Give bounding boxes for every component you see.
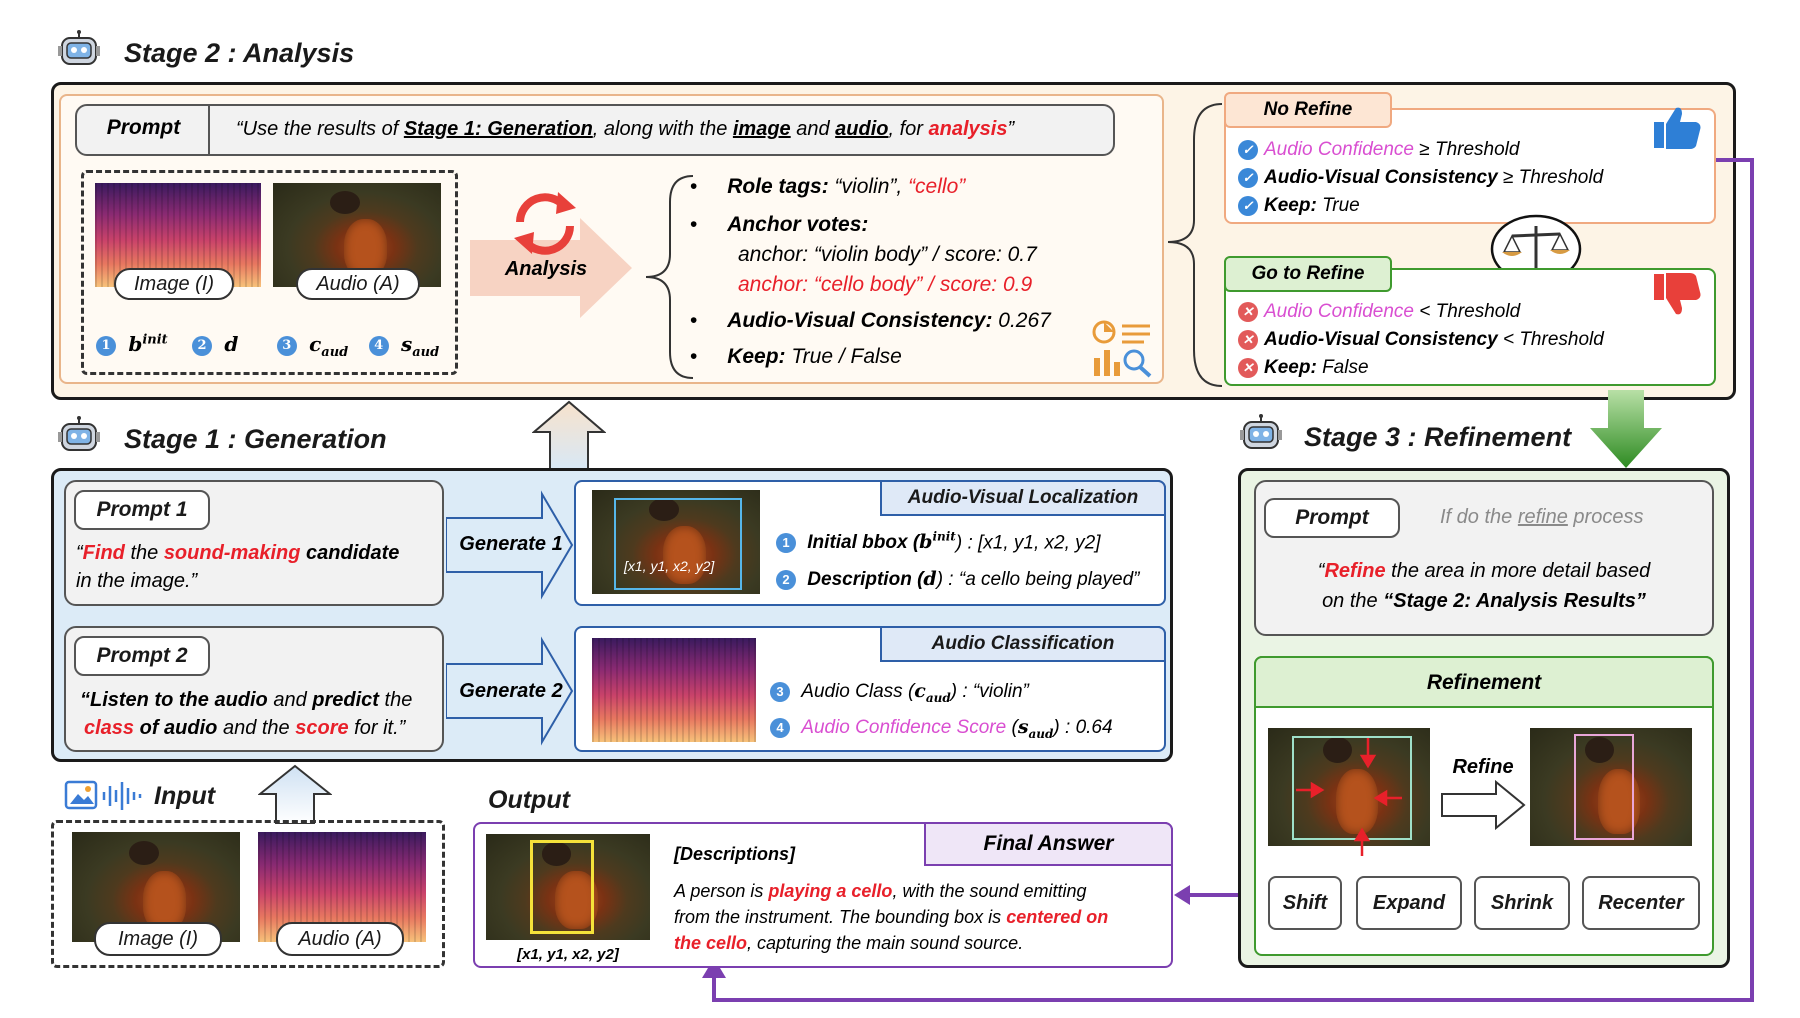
- refine-to-output-arrow: [1174, 885, 1242, 905]
- shift-button[interactable]: Shift: [1268, 876, 1342, 930]
- cross-icon: ✕: [1238, 301, 1258, 322]
- result-anchor-2: anchor: “cello body” / score: 0.9: [738, 273, 1033, 296]
- thumbs-up-icon: [1654, 107, 1701, 149]
- thumbs-down-icon: [1654, 273, 1701, 315]
- check-icon: ✓: [1238, 139, 1258, 160]
- output-photo: [486, 834, 650, 940]
- input-box: [51, 820, 445, 968]
- output-desc-header: [Descriptions]: [674, 844, 796, 864]
- classification-spectrogram: [592, 638, 756, 742]
- refine-after-bbox: [1574, 734, 1634, 840]
- to-stage1-arrow: [258, 764, 332, 824]
- localization-header: Audio-Visual Localization: [880, 480, 1166, 516]
- localization-line1: 1 Initial bbox (binit) : [x1, y1, x2, y2…: [776, 530, 1101, 554]
- stage3-refine-text: “Refine the area in more detail based on…: [1317, 560, 1651, 612]
- result-avc: • Audio-Visual Consistency: 0.267: [690, 309, 1051, 332]
- localization-line2: 2 Description (d) : “a cello being playe…: [776, 568, 1139, 591]
- refine-right-arrow: [1441, 780, 1526, 830]
- prompt1-label: Prompt 1: [74, 490, 210, 530]
- stage2-input-box: [81, 170, 458, 375]
- refine-before-photo: [1268, 728, 1430, 846]
- stage1-title: Stage 1 : Generation: [124, 424, 387, 454]
- go-refine-line2: ✕Audio-Visual Consistency < Threshold: [1238, 326, 1604, 354]
- refinement-header: Refinement: [1254, 656, 1714, 708]
- prompt2-text: “Listen to the audio and predict the cla…: [80, 689, 413, 739]
- stage2-prompt-label: Prompt: [106, 116, 181, 139]
- output-description: A person is playing a cello, with the so…: [674, 881, 1109, 953]
- recenter-button[interactable]: Recenter: [1582, 876, 1700, 930]
- localization-bbox-caption: [x1, y1, x2, y2]: [624, 558, 715, 574]
- robot-icon: [1240, 414, 1282, 449]
- to-stage3-arrow: [1590, 390, 1662, 468]
- stage2-prompt-text: “Use the results of Stage 1: Generation,…: [236, 118, 1015, 140]
- classification-header: Audio Classification: [880, 626, 1166, 662]
- output-bbox: [530, 840, 594, 934]
- no-refine-title: No Refine: [1224, 92, 1392, 128]
- no-refine-line1: ✓Audio Confidence ≥ Threshold: [1238, 136, 1603, 164]
- input-image-label: Image (I): [94, 922, 222, 956]
- input-title: Input: [154, 782, 216, 810]
- stage2-image-label: Image (I): [114, 268, 234, 300]
- stage2-title: Stage 2 : Analysis: [124, 38, 355, 68]
- prompt1-text: “Find the sound-making candidate in the …: [76, 542, 400, 592]
- check-icon: ✓: [1238, 195, 1258, 216]
- to-stage2-arrow: [532, 400, 606, 470]
- results-brace: [645, 175, 694, 379]
- robot-icon: [58, 30, 100, 65]
- shrink-button[interactable]: Shrink: [1474, 876, 1570, 930]
- expand-button[interactable]: Expand: [1356, 876, 1462, 930]
- generate1-arrow: [446, 490, 574, 600]
- generate2-arrow: [446, 636, 574, 746]
- result-anchor-1: anchor: “violin body” / score: 0.7: [738, 243, 1037, 266]
- stage3-prompt-label: Prompt: [1264, 498, 1400, 538]
- final-answer-header: Final Answer: [924, 822, 1173, 866]
- stage2-prompt-bar: [75, 104, 1115, 156]
- go-refine-title: Go to Refine: [1224, 256, 1392, 292]
- analytics-icon: [1092, 320, 1152, 378]
- localization-photo: [592, 490, 760, 594]
- stage3-if-text: If do the refine process: [1440, 506, 1644, 528]
- analysis-arrow: [470, 218, 632, 318]
- stage3-title: Stage 3 : Refinement: [1304, 422, 1572, 452]
- no-refine-line2: ✓Audio-Visual Consistency ≥ Threshold: [1238, 164, 1603, 192]
- cross-icon: ✕: [1238, 329, 1258, 350]
- result-keep: • Keep: True / False: [690, 345, 902, 368]
- check-icon: ✓: [1238, 167, 1258, 188]
- stage2-audio-label: Audio (A): [296, 268, 420, 300]
- localization-bbox: [614, 498, 742, 590]
- image-audio-icon: [64, 780, 142, 810]
- go-refine-conditions: ✕Audio Confidence < Threshold ✕Audio-Vis…: [1238, 298, 1604, 382]
- analysis-label: Analysis: [504, 258, 588, 280]
- result-role-tags: • Role tags: “violin”, “cello”: [690, 175, 966, 198]
- result-anchor-votes: • Anchor votes:: [690, 213, 869, 236]
- classification-line2: 4 Audio Confidence Score (saud) : 0.64: [770, 716, 1113, 741]
- refine-before-bbox: [1292, 736, 1412, 840]
- go-refine-line1: ✕Audio Confidence < Threshold: [1238, 298, 1604, 326]
- decision-bracket: [1167, 103, 1223, 387]
- stage2-prompt-divider: [208, 106, 210, 154]
- input-audio-label: Audio (A): [276, 922, 404, 956]
- output-title: Output: [488, 786, 570, 814]
- generate1-label: Generate 1: [459, 533, 563, 555]
- generate2-label: Generate 2: [459, 680, 563, 702]
- robot-icon: [58, 416, 100, 451]
- no-refine-conditions: ✓Audio Confidence ≥ Threshold ✓Audio-Vis…: [1238, 136, 1603, 220]
- output-bbox-caption: [x1, y1, x2, y2]: [517, 946, 619, 963]
- cross-icon: ✕: [1238, 357, 1258, 378]
- go-refine-line3: ✕Keep: False: [1238, 354, 1604, 382]
- prompt2-label: Prompt 2: [74, 636, 210, 676]
- stage2-inputs-row: 1 binit 2 d 3 caud 4 saud: [96, 332, 439, 360]
- refine-arrows-icon: [1296, 738, 1402, 856]
- refresh-icon: [514, 192, 576, 255]
- results-list: • Role tags: “violin”, “cello” • Anchor …: [690, 172, 1110, 372]
- classification-line1: 3 Audio Class (caud) : “violin”: [770, 680, 1029, 705]
- no-refine-line3: ✓Keep: True: [1238, 192, 1603, 220]
- no-refine-to-output-line: [702, 158, 1754, 1002]
- refine-arrow-label: Refine: [1452, 756, 1514, 778]
